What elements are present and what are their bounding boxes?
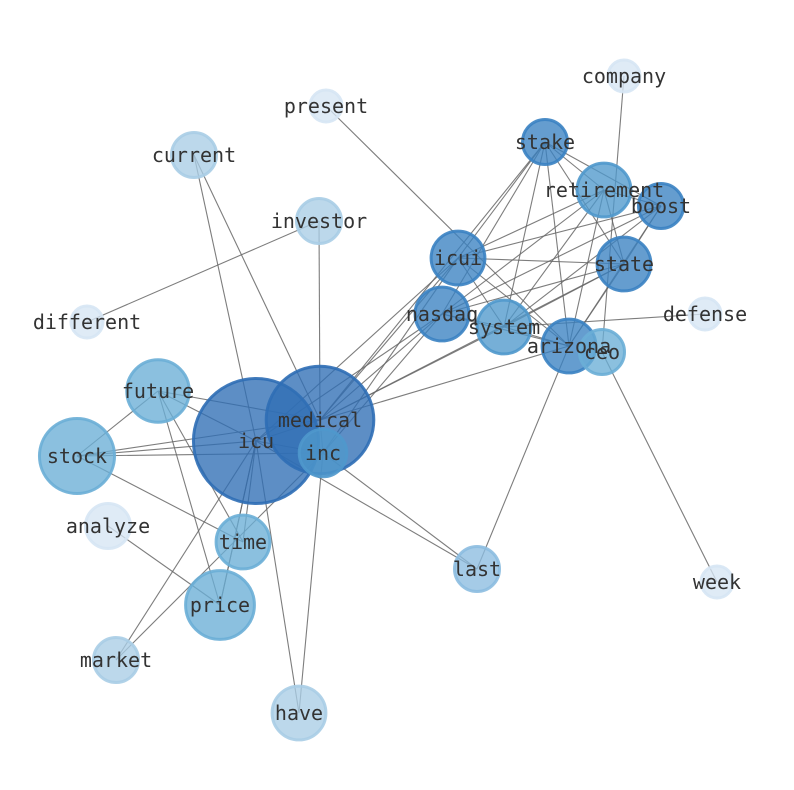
node-circle-time bbox=[214, 513, 272, 571]
node-label-price: price bbox=[190, 593, 250, 617]
node-nasdaq bbox=[413, 285, 471, 343]
node-label-present: present bbox=[284, 94, 368, 118]
node-circle-company bbox=[606, 58, 642, 94]
node-circle-ceo bbox=[577, 327, 627, 377]
node-circle-current bbox=[169, 130, 219, 180]
node-analyze bbox=[83, 501, 133, 551]
node-boost bbox=[636, 181, 686, 231]
node-label-state: state bbox=[594, 252, 654, 276]
node-circle-investor bbox=[294, 196, 344, 246]
node-circle-icui bbox=[429, 229, 487, 287]
edge-inc-last bbox=[322, 452, 478, 570]
node-label-medical: medical bbox=[278, 408, 362, 432]
node-circle-week bbox=[699, 564, 735, 600]
node-label-icui: icui bbox=[434, 246, 482, 270]
node-retirement bbox=[575, 161, 633, 219]
node-label-arizona: arizona bbox=[527, 334, 611, 358]
node-label-defense: defense bbox=[663, 302, 747, 326]
node-have bbox=[270, 684, 328, 742]
node-circle-retirement bbox=[575, 161, 633, 219]
node-label-nasdaq: nasdaq bbox=[406, 302, 478, 326]
node-circle-last bbox=[452, 544, 502, 594]
edge-ceo-week bbox=[601, 351, 718, 583]
node-label-time: time bbox=[219, 530, 267, 554]
edge-nasdaq-boost bbox=[441, 205, 662, 315]
node-circle-have bbox=[270, 684, 328, 742]
node-week bbox=[699, 564, 735, 600]
node-circle-stake bbox=[520, 117, 570, 167]
node-icui bbox=[429, 229, 487, 287]
edge-system-boost bbox=[503, 205, 662, 328]
node-circle-nasdaq bbox=[413, 285, 471, 343]
node-label-analyze: analyze bbox=[66, 514, 150, 538]
node-stake bbox=[520, 117, 570, 167]
node-label-stock: stock bbox=[47, 444, 107, 468]
edge-system-defense bbox=[503, 313, 706, 328]
node-circle-boost bbox=[636, 181, 686, 231]
node-circle-different bbox=[69, 304, 105, 340]
node-label-have: have bbox=[275, 701, 323, 725]
edge-medical-stake bbox=[319, 141, 546, 421]
node-price bbox=[184, 569, 256, 641]
node-state bbox=[595, 235, 653, 293]
edge-future-price bbox=[157, 390, 221, 606]
node-circle-inc bbox=[297, 427, 349, 479]
node-label-different: different bbox=[33, 310, 141, 334]
node-future bbox=[125, 358, 191, 424]
node-last bbox=[452, 544, 502, 594]
edge-last-arizona bbox=[476, 345, 570, 570]
edge-investor-different bbox=[86, 220, 320, 323]
node-circle-present bbox=[308, 88, 344, 124]
node-label-future: future bbox=[122, 379, 194, 403]
node-different bbox=[69, 304, 105, 340]
node-label-investor: investor bbox=[271, 209, 367, 233]
edge-inc-have bbox=[298, 452, 324, 714]
node-label-boost: boost bbox=[631, 194, 691, 218]
node-circle-market bbox=[91, 635, 141, 685]
node-circle-state bbox=[595, 235, 653, 293]
node-defense bbox=[687, 296, 723, 332]
edge-system-stake bbox=[503, 141, 546, 328]
node-label-company: company bbox=[582, 64, 666, 88]
node-system bbox=[475, 298, 533, 356]
node-present bbox=[308, 88, 344, 124]
node-label-icu: icu bbox=[238, 429, 274, 453]
node-current bbox=[169, 130, 219, 180]
node-circle-analyze bbox=[83, 501, 133, 551]
edge-nasdaq-state bbox=[441, 263, 625, 315]
node-ceo bbox=[577, 327, 627, 377]
node-label-current: current bbox=[152, 143, 236, 167]
edge-arizona-stake bbox=[544, 141, 570, 347]
edge-icui-boost bbox=[457, 205, 662, 259]
node-label-week: week bbox=[693, 570, 741, 594]
node-inc bbox=[297, 427, 349, 479]
node-label-last: last bbox=[453, 557, 501, 581]
node-stock bbox=[37, 416, 117, 496]
node-label-retirement: retirement bbox=[544, 178, 664, 202]
node-investor bbox=[294, 196, 344, 246]
node-circle-price bbox=[184, 569, 256, 641]
node-circle-stock bbox=[37, 416, 117, 496]
node-label-ceo: ceo bbox=[584, 340, 620, 364]
node-circle-future bbox=[125, 358, 191, 424]
node-market bbox=[91, 635, 141, 685]
node-label-market: market bbox=[80, 648, 152, 672]
node-label-system: system bbox=[468, 315, 540, 339]
node-time bbox=[214, 513, 272, 571]
edge-present-arizona bbox=[325, 105, 570, 347]
node-circle-system bbox=[475, 298, 533, 356]
node-label-inc: inc bbox=[305, 441, 341, 465]
node-company bbox=[606, 58, 642, 94]
node-circle-defense bbox=[687, 296, 723, 332]
edge-nasdaq-retirement bbox=[441, 189, 605, 315]
node-label-stake: stake bbox=[515, 130, 575, 154]
